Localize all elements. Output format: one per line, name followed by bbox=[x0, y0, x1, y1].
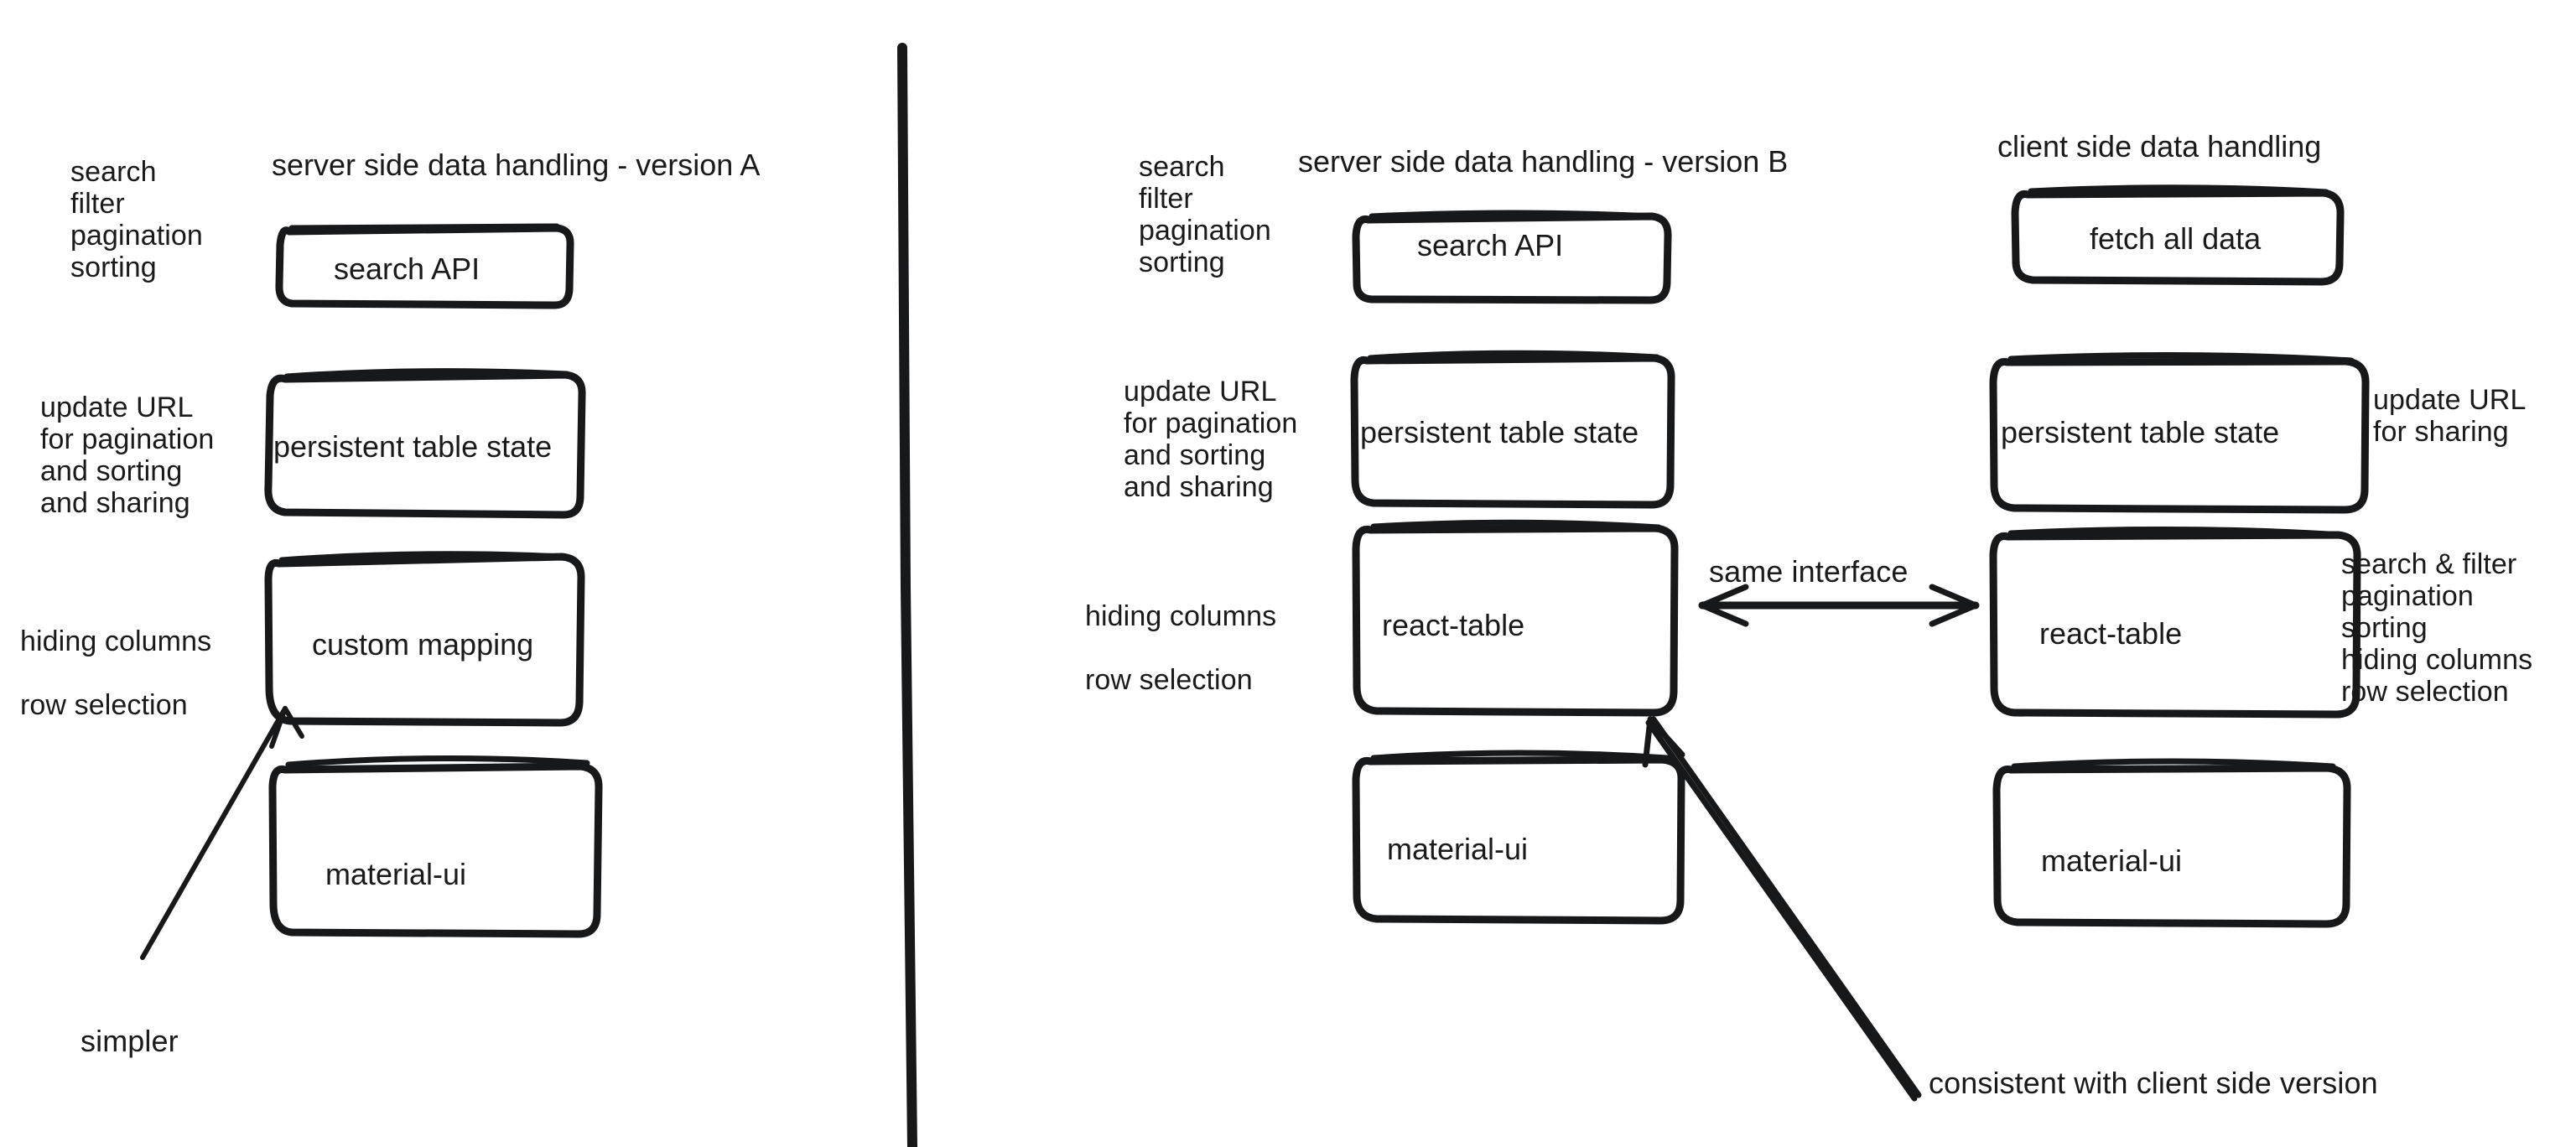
left-annotation-top: search filter pagination sorting bbox=[70, 156, 203, 284]
left-annotation-update-url: update URL for pagination and sorting an… bbox=[40, 392, 215, 520]
middle-annotation-top: search filter pagination sorting bbox=[1139, 151, 1271, 279]
left-box-label-persistent-table-state[interactable]: persistent table state bbox=[273, 429, 553, 464]
middle-box-label-persistent-table-state[interactable]: persistent table state bbox=[1360, 415, 1639, 449]
left-box-label-custom-mapping[interactable]: custom mapping bbox=[312, 627, 534, 662]
right-panel-title: client side data handling bbox=[1997, 129, 2322, 163]
left-annotation-hiding-columns: hiding columns row selection bbox=[20, 625, 212, 722]
middle-annotation-hiding-columns: hiding columns row selection bbox=[1085, 600, 1277, 697]
middle-note-consistent-client-side: consistent with client side version bbox=[1929, 1066, 2378, 1100]
right-box-material-ui-stroke bbox=[1992, 758, 2351, 928]
middle-box-label-react-table[interactable]: react-table bbox=[1382, 608, 1525, 642]
same-interface-label: same interface bbox=[1709, 554, 1909, 589]
left-note-simpler: simpler bbox=[80, 1024, 179, 1058]
left-box-label-material-ui[interactable]: material-ui bbox=[325, 857, 467, 891]
same-interface-double-arrow bbox=[1698, 584, 1980, 627]
middle-panel-title: server side data handling - version B bbox=[1298, 144, 1789, 179]
left-panel-title: server side data handling - version A bbox=[272, 148, 761, 182]
vertical-divider-stroke bbox=[897, 43, 917, 1147]
right-box-label-material-ui[interactable]: material-ui bbox=[2041, 843, 2183, 878]
left-box-material-ui-stroke bbox=[268, 755, 603, 938]
right-annotation-features: search & filter pagination sorting hidin… bbox=[2341, 548, 2533, 708]
left-box-label-search-api[interactable]: search API bbox=[334, 252, 480, 286]
middle-box-label-material-ui[interactable]: material-ui bbox=[1387, 832, 1529, 866]
right-box-label-react-table[interactable]: react-table bbox=[2039, 616, 2183, 651]
arrow-consistent-client-side bbox=[1642, 716, 1922, 1102]
right-box-label-persistent-table-state[interactable]: persistent table state bbox=[2001, 415, 2280, 449]
middle-annotation-update-url: update URL for pagination and sorting an… bbox=[1124, 376, 1298, 504]
middle-box-label-search-api[interactable]: search API bbox=[1417, 228, 1564, 262]
arrow-simpler-to-custom-mapping bbox=[140, 706, 304, 960]
right-box-label-fetch-all-data[interactable]: fetch all data bbox=[2090, 221, 2262, 256]
right-annotation-update-url-sharing: update URL for sharing bbox=[2373, 384, 2527, 449]
